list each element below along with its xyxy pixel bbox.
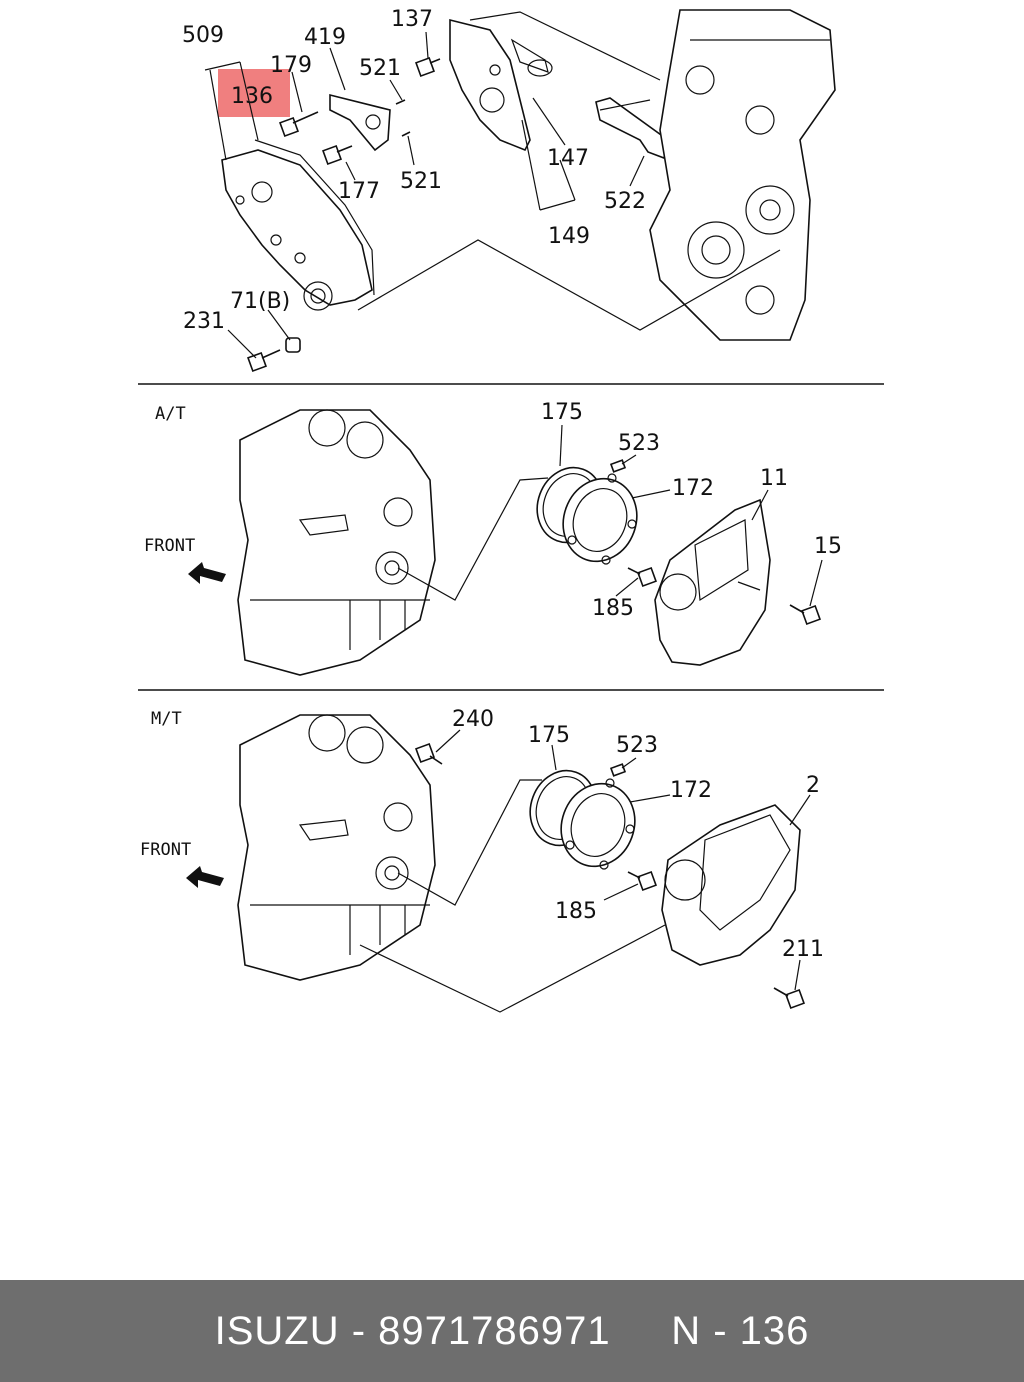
section-label-at: A/T <box>155 404 186 424</box>
callout-419: 419 <box>304 25 346 50</box>
callout-172-at: 172 <box>672 476 714 501</box>
footer-ref-number: 136 <box>739 1308 810 1353</box>
callout-172-mt: 172 <box>670 778 712 803</box>
front-arrow-icon-at <box>188 562 226 584</box>
callout-11: 11 <box>760 466 788 491</box>
footer-brand: ISUZU <box>214 1308 340 1353</box>
callout-71b: 71(B) <box>230 289 290 314</box>
section-label-mt: M/T <box>151 709 182 729</box>
callout-509: 509 <box>182 23 224 48</box>
callout-175-mt: 175 <box>528 723 570 748</box>
footer-separator: - <box>339 1308 379 1353</box>
callout-523-at: 523 <box>618 431 660 456</box>
callout-137: 137 <box>391 7 433 32</box>
top-assembly: 509 419 137 179 521 521 177 147 522 149 … <box>182 7 836 372</box>
callout-2: 2 <box>806 773 820 798</box>
callout-211: 211 <box>782 937 824 962</box>
callout-136-highlighted: 136 <box>231 84 273 109</box>
callout-185-mt: 185 <box>555 899 597 924</box>
callout-523-mt: 523 <box>616 733 658 758</box>
footer-gap <box>611 1309 672 1354</box>
callout-231: 231 <box>183 309 225 334</box>
callout-521-upper: 521 <box>359 56 401 81</box>
front-arrow-icon-mt <box>186 866 224 888</box>
callout-147: 147 <box>547 146 589 171</box>
footer-banner: ISUZU - 8971786971 N - 136 <box>0 1280 1024 1382</box>
callout-185-at: 185 <box>592 596 634 621</box>
callout-177: 177 <box>338 179 380 204</box>
parts-diagram: 509 419 137 179 521 521 177 147 522 149 … <box>138 7 884 1013</box>
front-label-mt: FRONT <box>140 840 191 860</box>
callout-175-at: 175 <box>541 400 583 425</box>
callout-179: 179 <box>270 53 312 78</box>
callout-240: 240 <box>452 707 494 732</box>
front-label-at: FRONT <box>144 536 195 556</box>
at-assembly: A/T FRONT <box>144 400 842 676</box>
mt-assembly: M/T FRONT <box>140 707 824 1013</box>
callout-522: 522 <box>604 189 646 214</box>
footer-part-number: 8971786971 <box>378 1308 611 1353</box>
callout-521-lower: 521 <box>400 169 442 194</box>
callout-149: 149 <box>548 224 590 249</box>
callout-15: 15 <box>814 534 842 559</box>
highlight-box <box>218 69 290 117</box>
footer-ref-prefix: N - <box>671 1308 740 1353</box>
